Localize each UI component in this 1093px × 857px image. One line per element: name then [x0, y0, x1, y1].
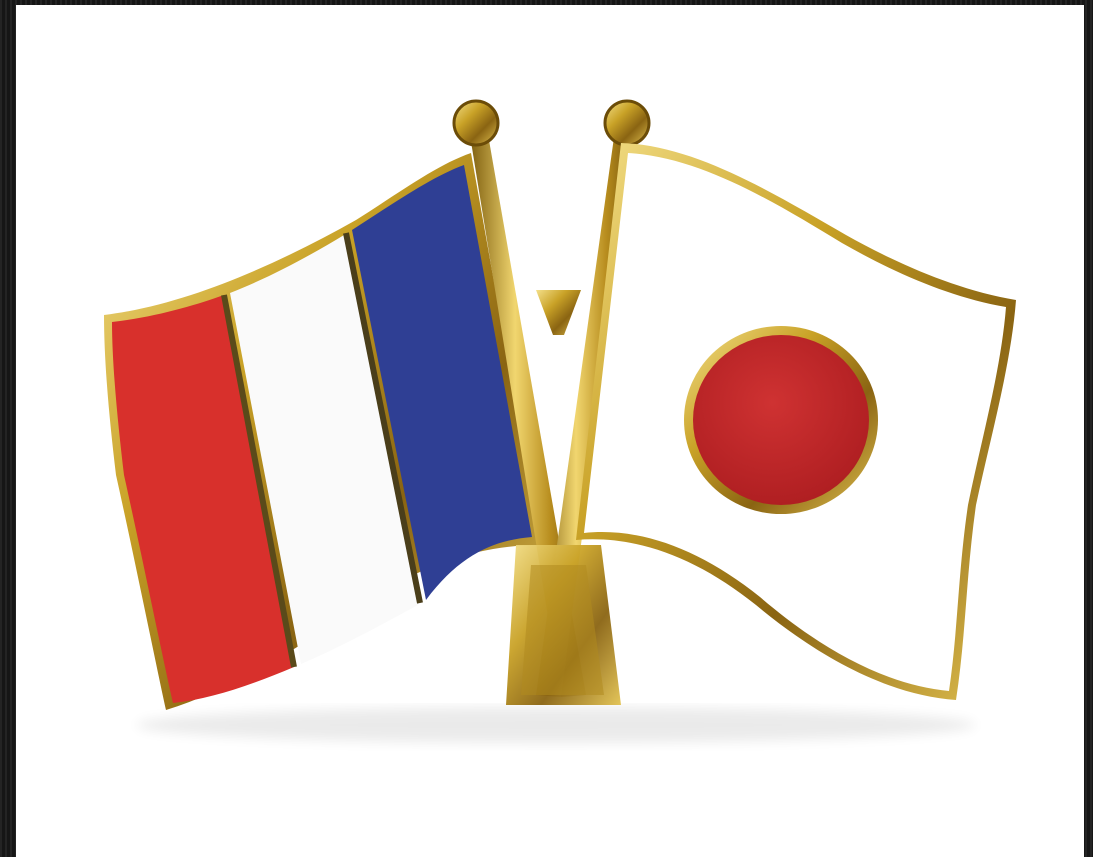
- crossed-flags-pin: [104, 99, 1016, 743]
- flag-pole-icon: [452, 99, 651, 705]
- japan-flag-icon: [576, 143, 1016, 700]
- photo-canvas: [16, 5, 1084, 857]
- france-flag-icon: [104, 153, 541, 710]
